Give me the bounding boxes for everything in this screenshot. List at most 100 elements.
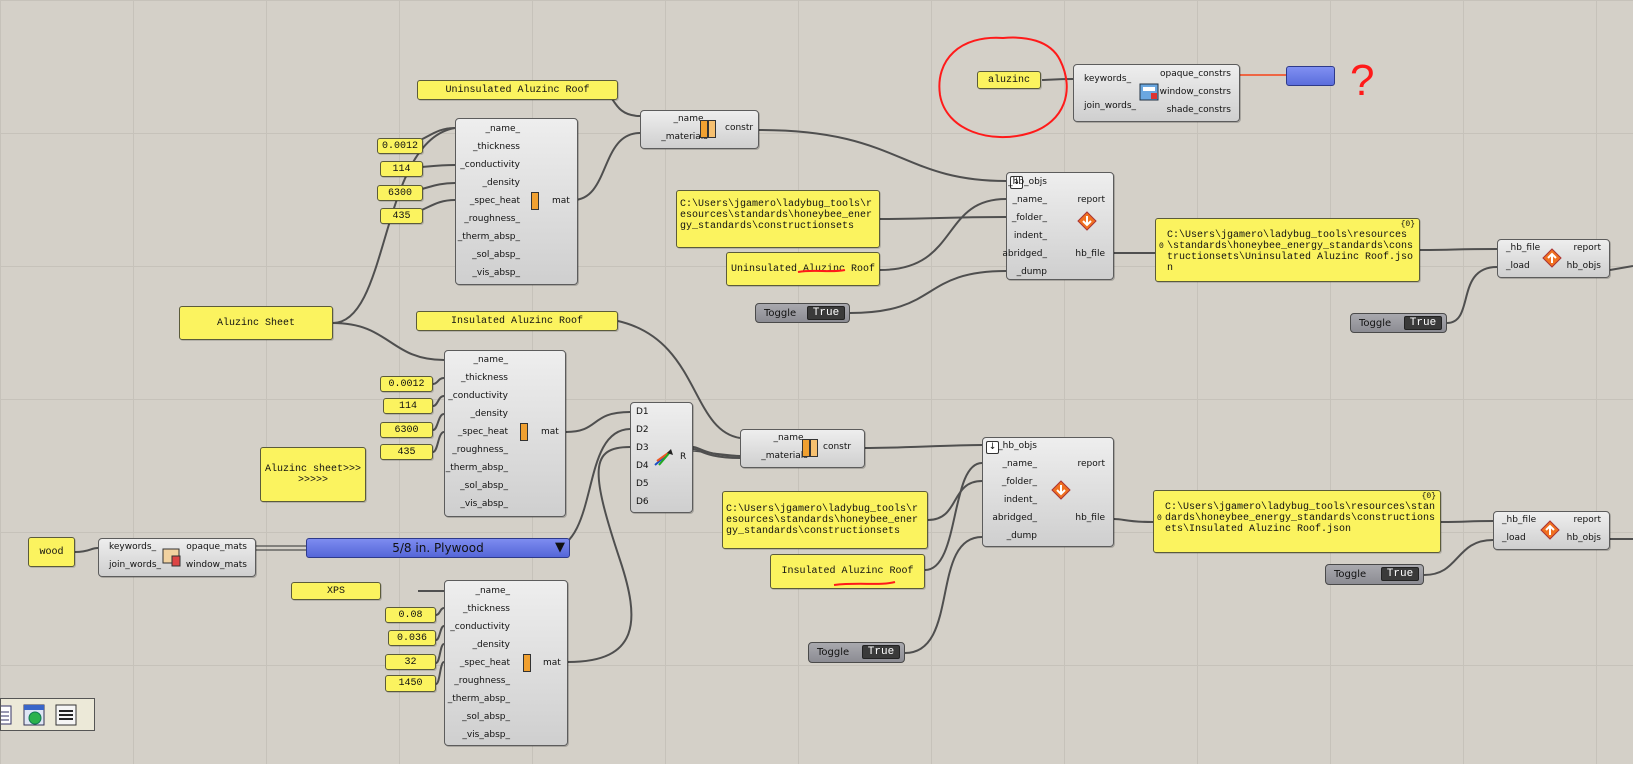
search-constructions-component[interactable]: keywords_ join_words_ opaque_constrs win…	[1073, 64, 1240, 122]
input-keywords[interactable]: keywords_	[109, 542, 157, 552]
hb-file-result-panel[interactable]: {0} 0 C:\Users\jgamero\ladybug_tools\res…	[1153, 490, 1441, 553]
xps-name-panel[interactable]: XPS	[291, 582, 381, 600]
input-therm-absp[interactable]: _therm_absp_	[445, 463, 508, 473]
thickness-panel[interactable]: 0.0012	[377, 138, 423, 154]
dump-objects-component[interactable]: ↓ _hb_objs _name_ _folder_ indent_ abrid…	[982, 437, 1114, 547]
input-folder[interactable]: _folder_	[1001, 477, 1037, 487]
output-hb-objs[interactable]: hb_objs	[1566, 261, 1601, 271]
input-folder[interactable]: _folder_	[1011, 213, 1047, 223]
dump-objects-component[interactable]: ↓ _hb_objs _name_ _folder_ indent_ abrid…	[1002, 172, 1114, 280]
output-shade-constrs[interactable]: shade_constrs	[1166, 105, 1231, 115]
material-value-list[interactable]: 5/8 in. Plywood ▼	[306, 538, 570, 558]
opaque-construction-component[interactable]: _name_ _materials constr	[640, 110, 759, 149]
input-conductivity[interactable]: _conductivity	[448, 391, 508, 401]
input-d5[interactable]: D5	[636, 479, 649, 489]
output-report[interactable]: report	[1573, 515, 1602, 525]
output-report[interactable]: report	[1573, 243, 1602, 253]
toggle-value[interactable]: True	[862, 645, 900, 659]
output-hb-file[interactable]: hb_file	[1075, 513, 1105, 523]
preview-sphere-icon[interactable]	[21, 702, 47, 728]
input-name[interactable]: _name_	[673, 114, 708, 124]
input-load[interactable]: _load	[1502, 533, 1526, 543]
keyword-panel[interactable]: aluzinc	[977, 71, 1041, 89]
dropdown-arrow-icon[interactable]: ▼	[555, 540, 565, 555]
input-vis-absp[interactable]: _vis_absp_	[460, 499, 508, 509]
input-dump[interactable]: _dump	[1016, 267, 1047, 277]
input-d2[interactable]: D2	[636, 425, 649, 435]
input-density[interactable]: _density	[482, 178, 521, 188]
empty-value-list[interactable]	[1286, 66, 1335, 86]
output-window-mats[interactable]: window_mats	[185, 560, 247, 570]
input-conductivity[interactable]: _conductivity	[450, 622, 510, 632]
input-roughness[interactable]: _roughness_	[454, 676, 510, 686]
hb-file-result-panel[interactable]: {0} 0 C:\Users\jgamero\ladybug_tools\res…	[1155, 218, 1420, 282]
input-hb-objs[interactable]: _hb_objs	[998, 441, 1037, 451]
input-hb-objs[interactable]: _hb_objs	[1008, 177, 1047, 187]
input-join-words[interactable]: join_words_	[109, 560, 162, 570]
input-join-words[interactable]: join_words_	[1084, 101, 1137, 111]
output-mat[interactable]: mat	[552, 196, 570, 206]
output-mat[interactable]: mat	[543, 658, 561, 668]
conductivity-panel[interactable]: 0.036	[388, 630, 436, 646]
input-name[interactable]: _name_	[1002, 459, 1037, 469]
output-hb-objs[interactable]: hb_objs	[1566, 533, 1601, 543]
input-spec-heat[interactable]: _spec_heat	[457, 427, 508, 437]
input-vis-absp[interactable]: _vis_absp_	[472, 268, 520, 278]
input-dump[interactable]: _dump	[1006, 531, 1037, 541]
input-therm-absp[interactable]: _therm_absp_	[447, 694, 510, 704]
insulated-name-panel-2[interactable]: Insulated Aluzinc Roof	[770, 554, 925, 589]
load-toggle[interactable]: Toggle True	[1325, 564, 1424, 585]
input-indent[interactable]: indent_	[1003, 495, 1037, 505]
input-spec-heat[interactable]: _spec_heat	[469, 196, 520, 206]
input-hb-file[interactable]: _hb_file	[1502, 515, 1537, 525]
input-name[interactable]: _name_	[773, 433, 808, 443]
list-menu-icon[interactable]	[53, 702, 79, 728]
output-mat[interactable]: mat	[541, 427, 559, 437]
input-indent[interactable]: indent_	[1013, 231, 1047, 241]
toggle-value[interactable]: True	[807, 306, 845, 320]
uninsulated-name-panel-2[interactable]: Uninsulated Aluzinc Roof	[726, 252, 880, 286]
aluzinc-sheet-panel-2[interactable]: Aluzinc sheet>>>>>>>>	[260, 447, 366, 502]
input-thickness[interactable]: _thickness	[472, 142, 520, 152]
input-spec-heat[interactable]: _spec_heat	[459, 658, 510, 668]
input-thickness[interactable]: _thickness	[460, 373, 508, 383]
output-window-constrs[interactable]: window_constrs	[1159, 87, 1231, 97]
input-hb-file[interactable]: _hb_file	[1506, 243, 1541, 253]
input-roughness[interactable]: _roughness_	[464, 214, 520, 224]
input-thickness[interactable]: _thickness	[462, 604, 510, 614]
input-sol-absp[interactable]: _sol_absp_	[462, 712, 510, 722]
document-icon[interactable]	[1, 702, 15, 728]
input-sol-absp[interactable]: _sol_absp_	[460, 481, 508, 491]
input-density[interactable]: _density	[472, 640, 511, 650]
dump-toggle[interactable]: Toggle True	[808, 642, 905, 663]
toggle-value[interactable]: True	[1404, 316, 1442, 330]
output-hb-file[interactable]: hb_file	[1075, 249, 1105, 259]
input-d1[interactable]: D1	[636, 407, 649, 417]
load-objects-component[interactable]: _hb_file _load report hb_objs	[1493, 511, 1610, 550]
aluzinc-sheet-panel[interactable]: Aluzinc Sheet	[179, 306, 333, 340]
input-density[interactable]: _density	[470, 409, 509, 419]
input-sol-absp[interactable]: _sol_absp_	[472, 250, 520, 260]
input-therm-absp[interactable]: _therm_absp_	[457, 232, 520, 242]
input-abridged[interactable]: abridged_	[1002, 249, 1047, 259]
conductivity-panel[interactable]: 114	[380, 161, 423, 177]
input-load[interactable]: _load	[1506, 261, 1530, 271]
folder-panel[interactable]: C:\Users\jgamero\ladybug_tools\resources…	[722, 491, 928, 549]
input-name[interactable]: _name_	[473, 355, 508, 365]
input-d3[interactable]: D3	[636, 443, 649, 453]
opaque-material-component[interactable]: _name_ _thickness _conductivity _density…	[444, 580, 568, 746]
output-r[interactable]: R	[680, 452, 687, 462]
dump-toggle[interactable]: Toggle True	[755, 303, 850, 323]
opaque-material-component[interactable]: _name_ _thickness _conductivity _density…	[455, 118, 578, 285]
merge-component[interactable]: D1 D2 D3 D4 D5 D6 R	[630, 402, 693, 513]
spec-heat-panel[interactable]: 1450	[385, 675, 436, 692]
thickness-panel[interactable]: 0.0012	[380, 376, 433, 392]
input-name[interactable]: _name_	[475, 586, 510, 596]
input-materials[interactable]: _materials	[761, 451, 808, 461]
input-d4[interactable]: D4	[636, 461, 649, 471]
opaque-construction-component[interactable]: _name_ _materials constr	[740, 429, 865, 468]
density-panel[interactable]: 32	[385, 654, 436, 670]
density-panel[interactable]: 6300	[380, 422, 433, 438]
wood-keyword-panel[interactable]: wood	[28, 537, 75, 567]
input-roughness[interactable]: _roughness_	[452, 445, 508, 455]
